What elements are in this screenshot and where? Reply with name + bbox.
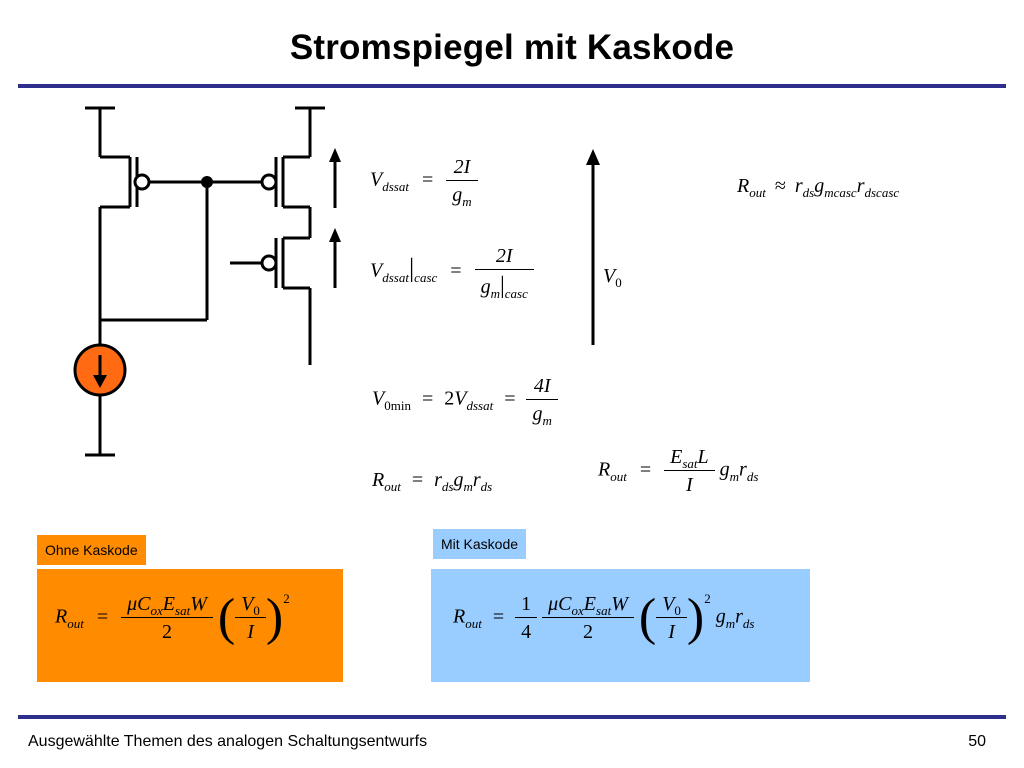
label-ohne-kaskode: Ohne Kaskode xyxy=(37,535,146,565)
slide-title: Stromspiegel mit Kaskode xyxy=(289,28,735,67)
eq-rout-approx: Rout ≈ rdsgmcascrdscasc xyxy=(737,175,900,200)
label-mit-kaskode: Mit Kaskode xyxy=(433,529,527,559)
box-mit-kaskode xyxy=(431,569,810,682)
v0-arrow xyxy=(586,149,600,345)
page-number: 50 xyxy=(968,733,986,750)
eq-rout-simple: Rout = rdsgmrds xyxy=(372,469,493,494)
cascode-circuit xyxy=(73,106,341,457)
footer-text: Ausgewählte Themen des analogen Schaltun… xyxy=(28,733,428,750)
box-ohne-kaskode xyxy=(37,569,343,682)
title-rule xyxy=(18,84,1006,88)
footer-rule xyxy=(18,715,1006,719)
current-source-icon xyxy=(73,343,127,397)
v0-label: V0 xyxy=(603,265,622,290)
